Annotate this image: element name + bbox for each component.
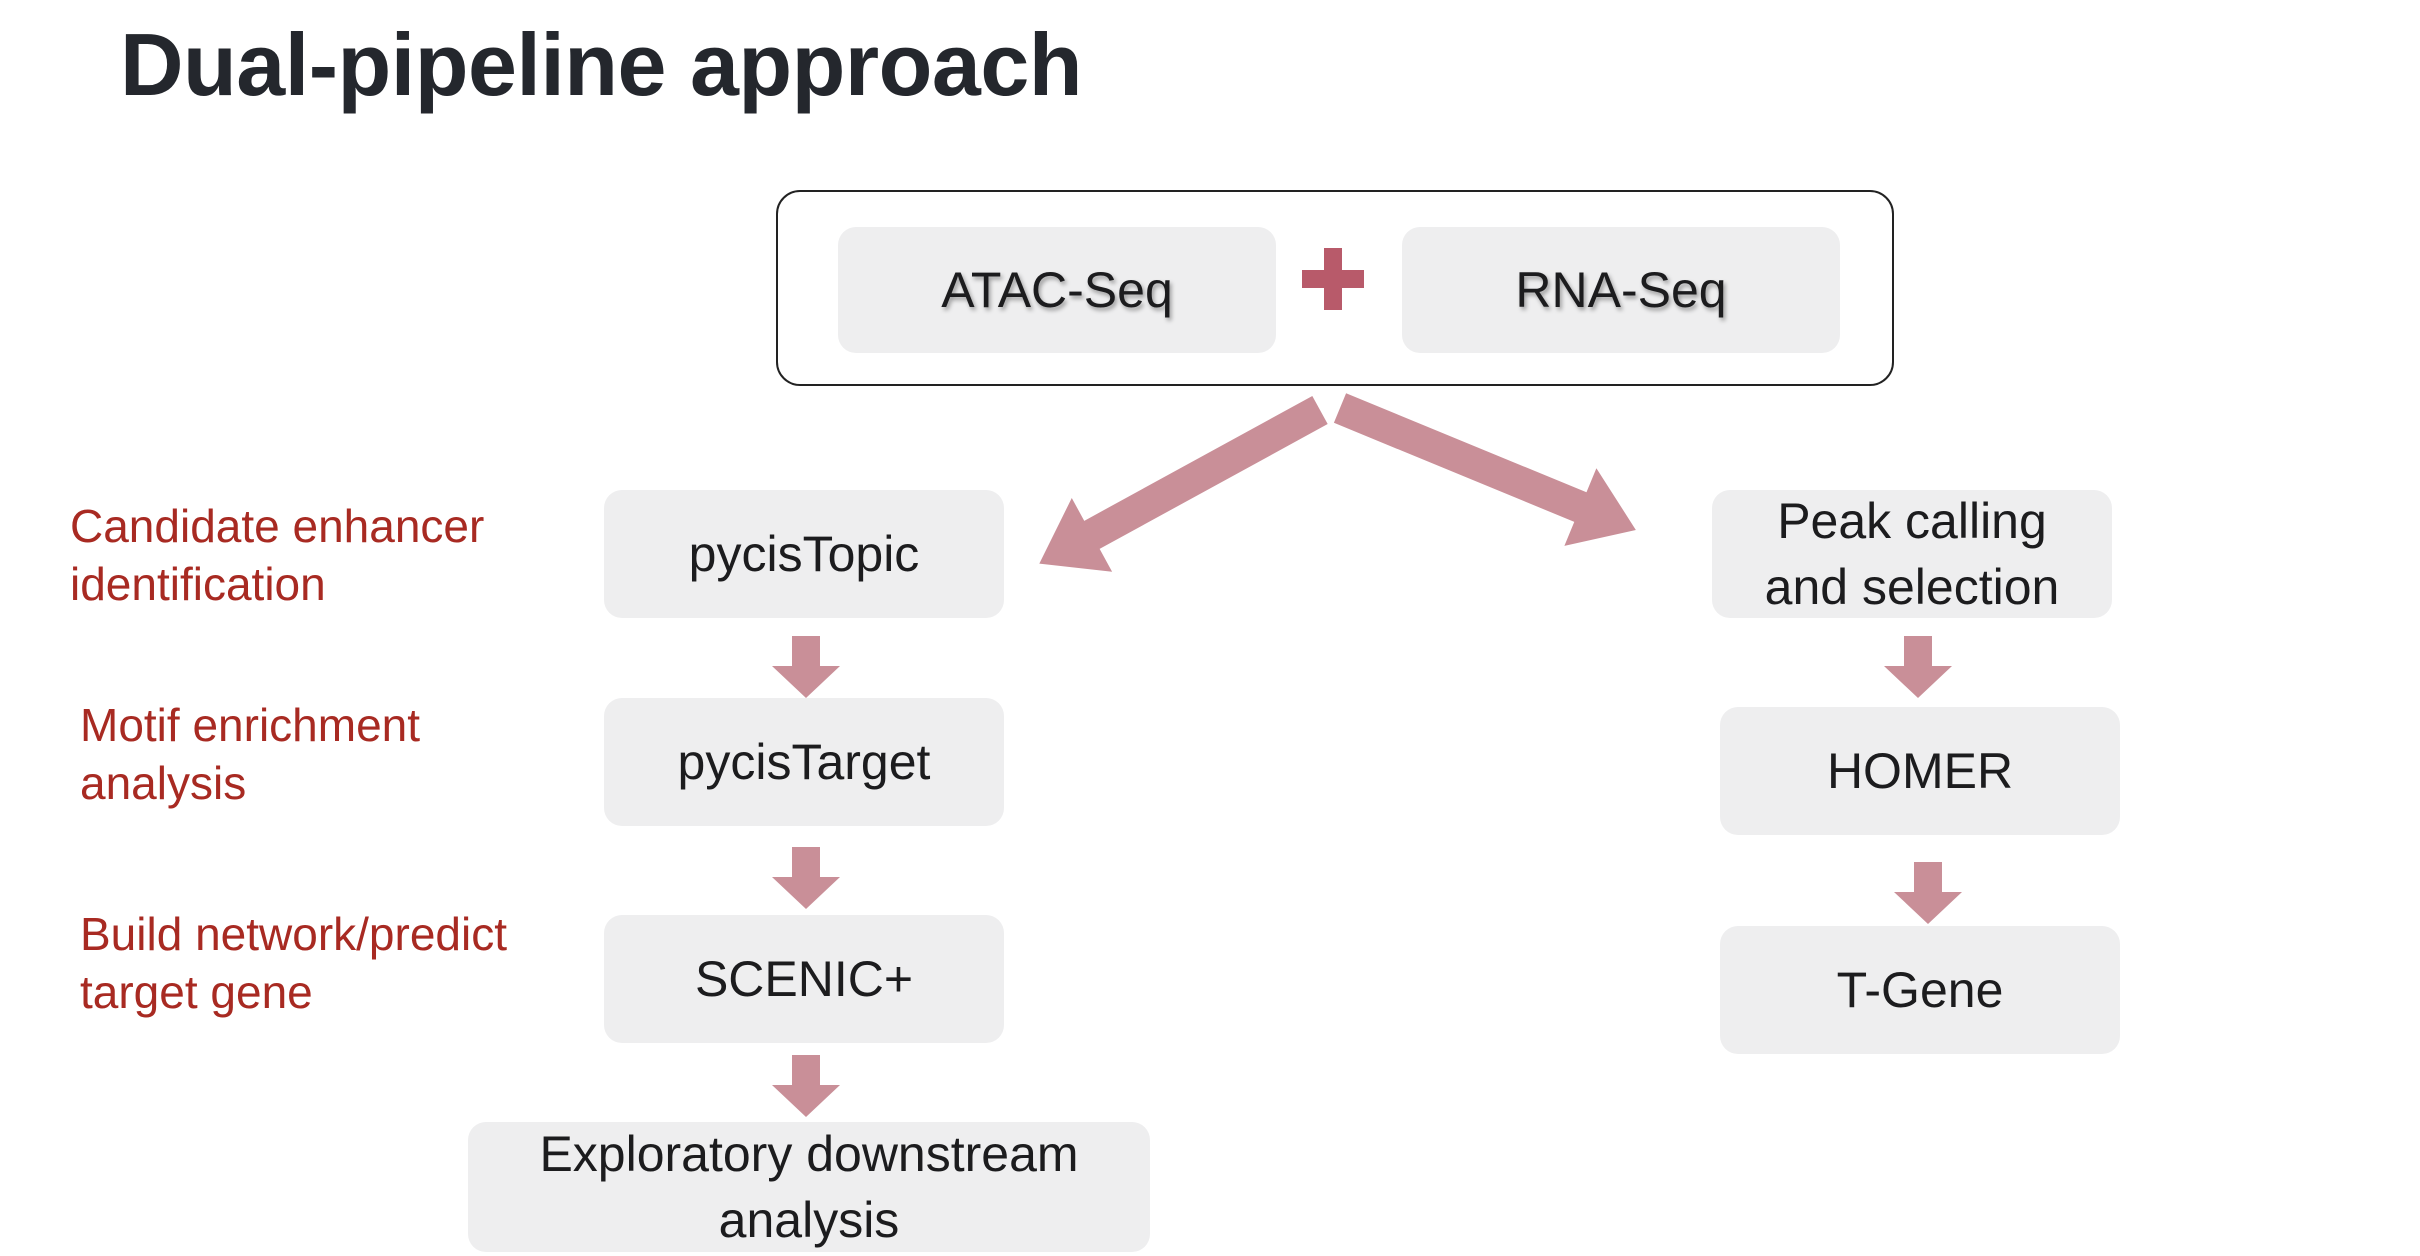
t-gene-box: T-Gene: [1720, 926, 2120, 1054]
label-build-network: Build network/predict target gene: [80, 908, 507, 1018]
split-arrow-left: [1039, 395, 1328, 572]
exploratory-analysis-box: Exploratory downstream analysis: [468, 1122, 1150, 1252]
peak-calling-box: Peak calling and selection: [1712, 490, 2112, 618]
down-arrow-left-3: [772, 1055, 840, 1117]
input-data-frame: [776, 190, 1894, 386]
label-motif-enrichment: Motif enrichment analysis: [80, 699, 421, 809]
atac-seq-box: ATAC-Seq: [838, 227, 1276, 353]
rna-seq-box: RNA-Seq: [1402, 227, 1840, 353]
split-arrow-right: [1333, 393, 1636, 546]
label-candidate-enhancer: Candidate enhancer identification: [70, 500, 485, 610]
down-arrow-left-2: [772, 847, 840, 909]
pycistarget-box: pycisTarget: [604, 698, 1004, 826]
down-arrow-right-2: [1894, 862, 1962, 924]
homer-box: HOMER: [1720, 707, 2120, 835]
page-title: Dual-pipeline approach: [120, 15, 1083, 114]
down-arrow-left-1: [772, 636, 840, 698]
pycistopic-box: pycisTopic: [604, 490, 1004, 618]
scenic-plus-box: SCENIC+: [604, 915, 1004, 1043]
plus-icon: [1302, 248, 1364, 310]
down-arrow-right-1: [1884, 636, 1952, 698]
